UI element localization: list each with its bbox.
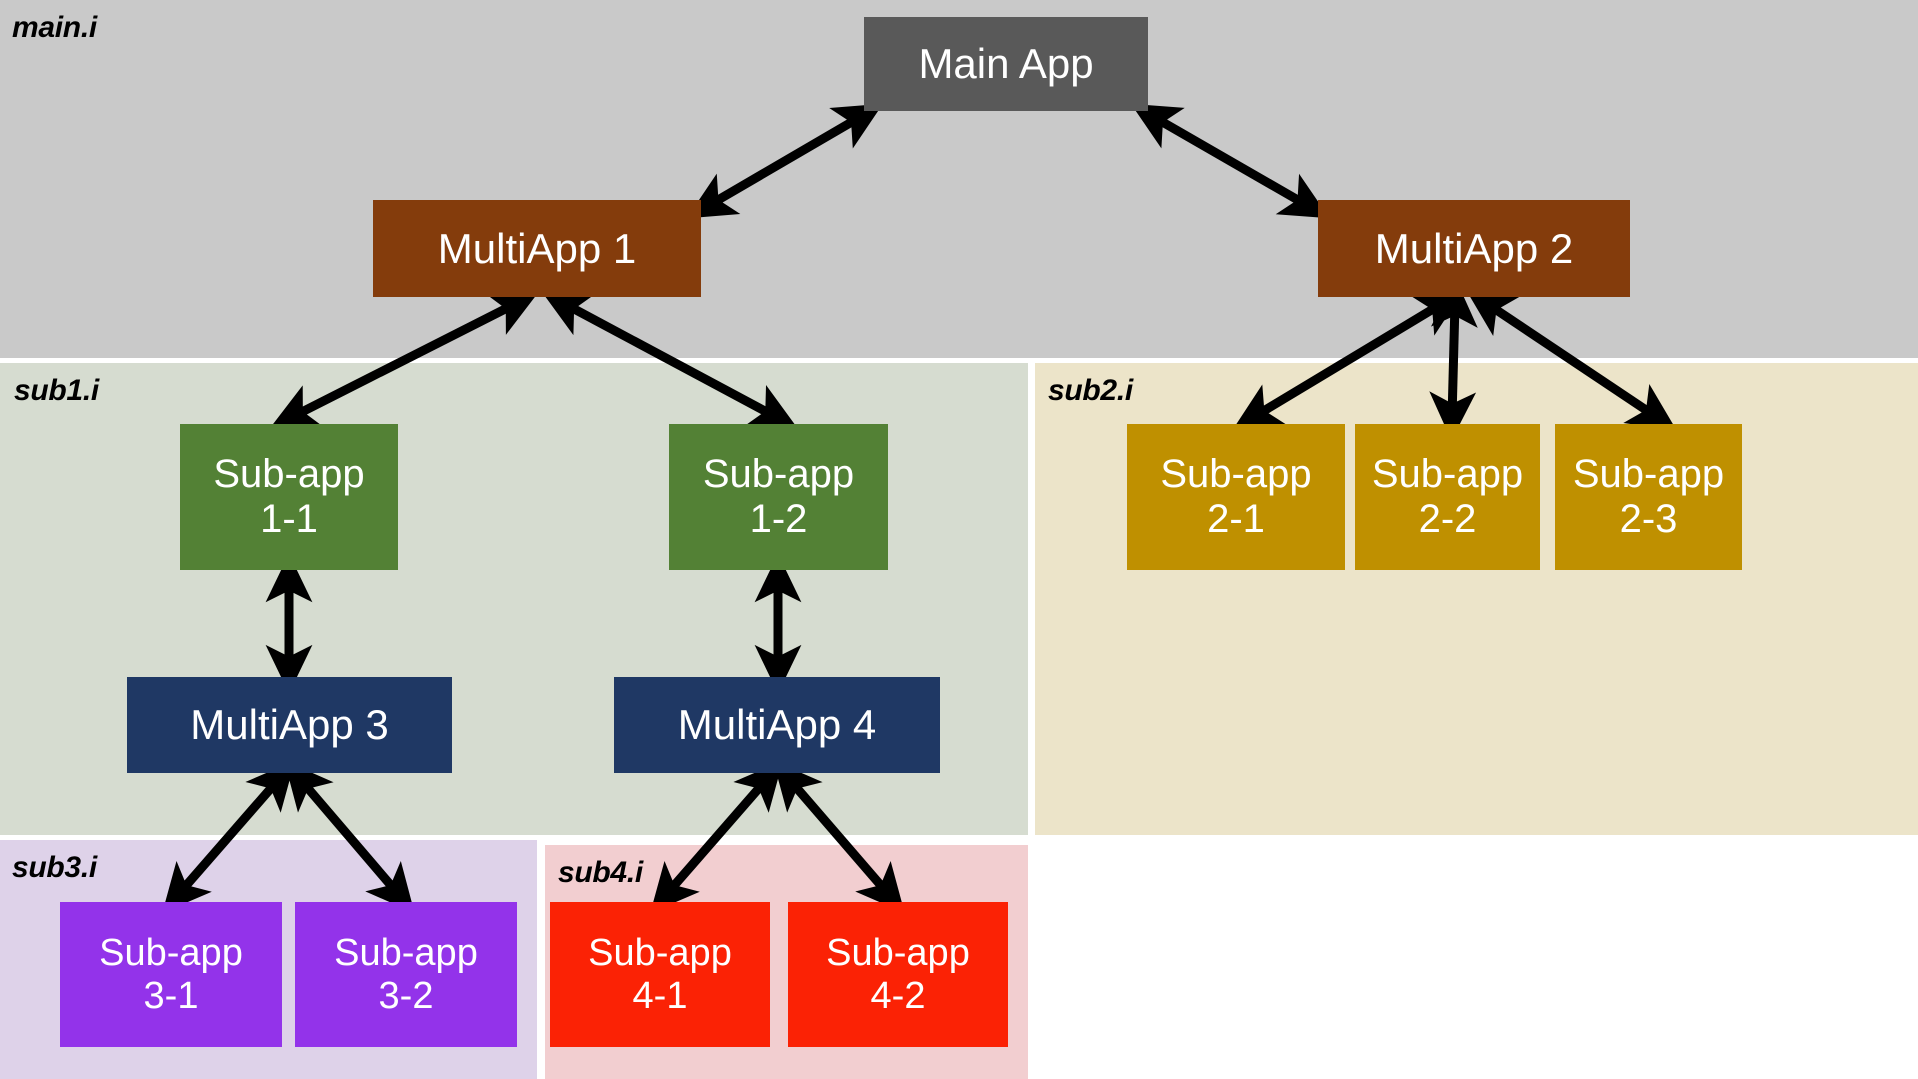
node-sub-app-2-1[interactable]: Sub-app 2-1 xyxy=(1127,424,1345,570)
node-sub-app-1-1[interactable]: Sub-app 1-1 xyxy=(180,424,398,570)
region-label-sub3: sub3.i xyxy=(12,851,97,884)
node-multiapp-2[interactable]: MultiApp 2 xyxy=(1318,200,1630,297)
region-label-main: main.i xyxy=(12,11,97,44)
node-sub-app-4-1[interactable]: Sub-app 4-1 xyxy=(550,902,770,1047)
node-sub-app-2-3[interactable]: Sub-app 2-3 xyxy=(1555,424,1742,570)
node-multiapp-1[interactable]: MultiApp 1 xyxy=(373,200,701,297)
node-sub-app-4-2[interactable]: Sub-app 4-2 xyxy=(788,902,1008,1047)
region-label-sub4: sub4.i xyxy=(558,856,643,889)
node-sub-app-3-2[interactable]: Sub-app 3-2 xyxy=(295,902,517,1047)
node-sub-app-1-2[interactable]: Sub-app 1-2 xyxy=(669,424,888,570)
node-multiapp-4[interactable]: MultiApp 4 xyxy=(614,677,940,773)
node-main-app[interactable]: Main App xyxy=(864,17,1148,111)
region-label-sub2: sub2.i xyxy=(1048,374,1133,407)
region-label-sub1: sub1.i xyxy=(14,374,99,407)
node-multiapp-3[interactable]: MultiApp 3 xyxy=(127,677,452,773)
node-sub-app-2-2[interactable]: Sub-app 2-2 xyxy=(1355,424,1540,570)
node-sub-app-3-1[interactable]: Sub-app 3-1 xyxy=(60,902,282,1047)
